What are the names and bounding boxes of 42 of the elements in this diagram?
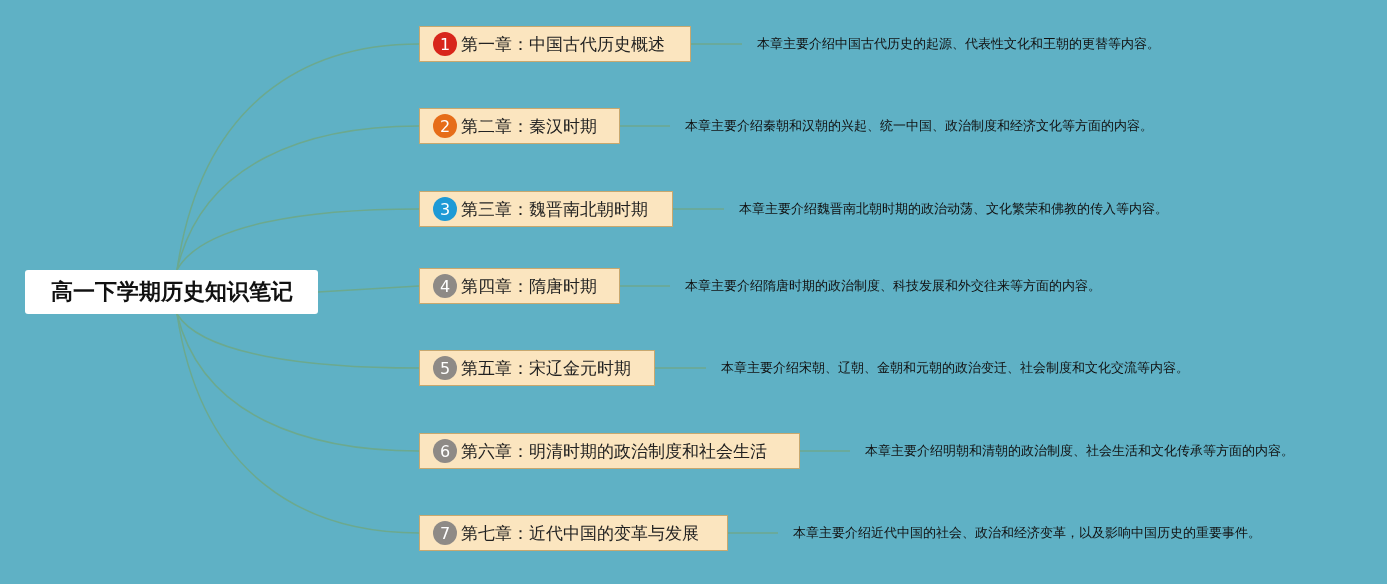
- chapter-box: [419, 350, 655, 386]
- chapter-summary: 本章主要介绍明朝和清朝的政治制度、社会生活和文化传承等方面的内容。: [850, 442, 1294, 460]
- connector-line: [176, 43, 420, 271]
- connector-line: [690, 43, 743, 45]
- number-badge: 4: [433, 274, 457, 298]
- chapter-title: 第五章：宋辽金元时期: [461, 356, 631, 380]
- chapter-summary: 本章主要介绍魏晋南北朝时期的政治动荡、文化繁荣和佛教的传入等内容。: [724, 200, 1168, 218]
- connector-line: [176, 208, 420, 271]
- chapter-title: 第六章：明清时期的政治制度和社会生活: [461, 439, 767, 463]
- number-badge: 2: [433, 114, 457, 138]
- connector-line: [654, 367, 707, 369]
- root-topic: 高一下学期历史知识笔记: [25, 270, 318, 314]
- number-badge: 3: [433, 197, 457, 221]
- connector-line: [672, 208, 725, 210]
- chapter-summary: 本章主要介绍近代中国的社会、政治和经济变革，以及影响中国历史的重要事件。: [778, 524, 1273, 542]
- chapter-box: [419, 108, 620, 144]
- connector-line: [317, 285, 420, 293]
- number-badge: 5: [433, 356, 457, 380]
- connector-line: [176, 313, 420, 369]
- connector-line: [619, 285, 671, 287]
- connector-line: [799, 450, 851, 452]
- chapter-summary: 本章主要介绍中国古代历史的起源、代表性文化和王朝的更替等内容。: [742, 35, 1160, 53]
- chapter-summary: 本章主要介绍隋唐时期的政治制度、科技发展和外交往来等方面的内容。: [670, 277, 1101, 295]
- chapter-summary: 本章主要介绍宋朝、辽朝、金朝和元朝的政治变迁、社会制度和文化交流等内容。: [706, 359, 1201, 377]
- number-badge: 6: [433, 439, 457, 463]
- chapter-title: 第三章：魏晋南北朝时期: [461, 197, 648, 221]
- chapter-title: 第四章：隋唐时期: [461, 274, 597, 298]
- connector-line: [176, 125, 420, 271]
- chapter-box: [419, 26, 691, 62]
- connector-line: [176, 313, 420, 534]
- chapter-box: [419, 515, 728, 551]
- number-badge: 1: [433, 32, 457, 56]
- chapter-box: [419, 268, 620, 304]
- chapter-box: [419, 191, 673, 227]
- connector-line: [619, 125, 671, 127]
- connector-line: [727, 532, 779, 534]
- chapter-box: [419, 433, 800, 469]
- chapter-title: 第一章：中国古代历史概述: [461, 32, 665, 56]
- chapter-title: 第七章：近代中国的变革与发展: [461, 521, 699, 545]
- chapter-summary: 本章主要介绍秦朝和汉朝的兴起、统一中国、政治制度和经济文化等方面的内容。: [670, 117, 1165, 135]
- number-badge: 7: [433, 521, 457, 545]
- chapter-title: 第二章：秦汉时期: [461, 114, 597, 138]
